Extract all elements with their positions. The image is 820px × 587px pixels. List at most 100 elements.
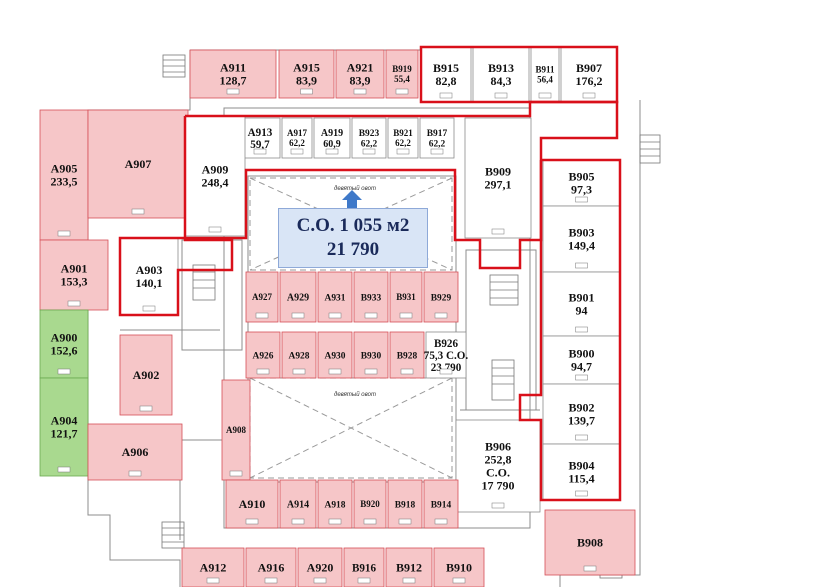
room-tag [57, 466, 71, 473]
room-area-label: 139,7 [568, 414, 595, 428]
room-shape [189, 49, 277, 99]
room-tag [264, 577, 278, 584]
room-tag [245, 518, 259, 525]
room-tag [226, 88, 240, 95]
room-area-label: 59,7 [250, 139, 270, 151]
room-a907: A907 [87, 109, 189, 219]
room-area-label: 56,4 [537, 75, 553, 85]
room-id-label: A907 [125, 157, 152, 171]
room-tag [575, 490, 588, 497]
room-b920: B920 [353, 479, 387, 529]
room-id-label: B931 [396, 292, 416, 302]
room-a930: A930 [317, 331, 353, 379]
room-tag [491, 502, 505, 509]
outline-top-block [419, 45, 619, 104]
room-area-label: 121,7 [51, 427, 78, 441]
room-tag [400, 368, 414, 375]
room-id-label: A901 [61, 262, 88, 276]
room-id-label: B900 [568, 347, 594, 361]
centre-summary-line1: С.О. 1 055 м2 [296, 215, 410, 236]
room-id-label: B933 [361, 293, 382, 303]
room-id-label: A918 [325, 500, 346, 510]
room-tag [291, 518, 305, 525]
room-id-label: A914 [287, 500, 309, 511]
room-tag [575, 326, 588, 333]
room-shape [353, 331, 389, 379]
room-a928: A928 [281, 331, 317, 379]
room-id-label: A910 [239, 497, 266, 511]
room-id-label: A931 [325, 293, 346, 303]
room-area-label: 17 790 [482, 479, 515, 493]
room-tag [328, 312, 342, 319]
room-tag [206, 577, 220, 584]
room-a927: A927 [245, 271, 279, 323]
room-id-label: B915 [433, 61, 459, 75]
room-area-label: 153,3 [61, 275, 88, 289]
room-area-label: 152,6 [51, 344, 78, 358]
room-tag [300, 88, 313, 95]
room-id-label: A917 [287, 128, 307, 138]
room-id-label: B906 [485, 440, 511, 454]
room-b912: B912 [385, 547, 433, 587]
room-shape [542, 205, 621, 273]
room-area-label: 128,7 [220, 74, 247, 88]
void-label-bottom: девятый овот [334, 391, 376, 398]
room-area-label: 94,7 [571, 360, 592, 374]
room-id-label: B909 [485, 165, 511, 179]
room-area-label: 62,2 [395, 138, 411, 148]
room-area-label: 248,4 [202, 176, 229, 190]
room-shape [87, 109, 189, 219]
room-tag [292, 368, 306, 375]
room-id-label: A928 [289, 351, 310, 361]
room-tag [67, 300, 81, 307]
room-shape [184, 115, 246, 237]
room-shape [119, 334, 173, 416]
room-id-label: B928 [397, 351, 418, 361]
room-tag [57, 230, 71, 237]
room-tag [142, 305, 156, 312]
room-tag [430, 148, 444, 155]
room-id-label: B917 [427, 129, 448, 139]
room-id-label: A913 [248, 127, 273, 139]
room-id-label: A900 [51, 331, 78, 345]
room-area-label: 83,9 [296, 74, 317, 88]
room-tag [253, 148, 267, 155]
room-tag [439, 92, 453, 99]
room-b931: B931 [389, 271, 423, 323]
room-tag [434, 312, 448, 319]
room-id-label: B910 [446, 561, 472, 575]
room-a918: A918 [317, 479, 353, 529]
room-a931: A931 [317, 271, 353, 323]
room-area-label: 82,8 [436, 74, 457, 88]
room-tag [364, 368, 378, 375]
room-id-label: A906 [122, 445, 149, 459]
room-tag [402, 577, 416, 584]
room-id-label: A908 [226, 425, 246, 435]
room-tag [229, 470, 243, 477]
room-area-label: 62,2 [429, 140, 446, 150]
room-id-label: A905 [51, 162, 78, 176]
room-id-label: B903 [568, 226, 594, 240]
room-a929: A929 [279, 271, 317, 323]
room-b910: B910 [433, 547, 485, 587]
room-id-label: A911 [220, 61, 246, 75]
room-id-label: A903 [136, 263, 163, 277]
room-id-label: B912 [396, 561, 422, 575]
void-label-top: девятый овот [334, 185, 376, 192]
room-tag [290, 148, 304, 155]
rooms-layer: A911128,7A91583,9A92183,9B91955,4B91582,… [39, 46, 636, 587]
room-tag [398, 518, 412, 525]
room-tag [328, 518, 342, 525]
